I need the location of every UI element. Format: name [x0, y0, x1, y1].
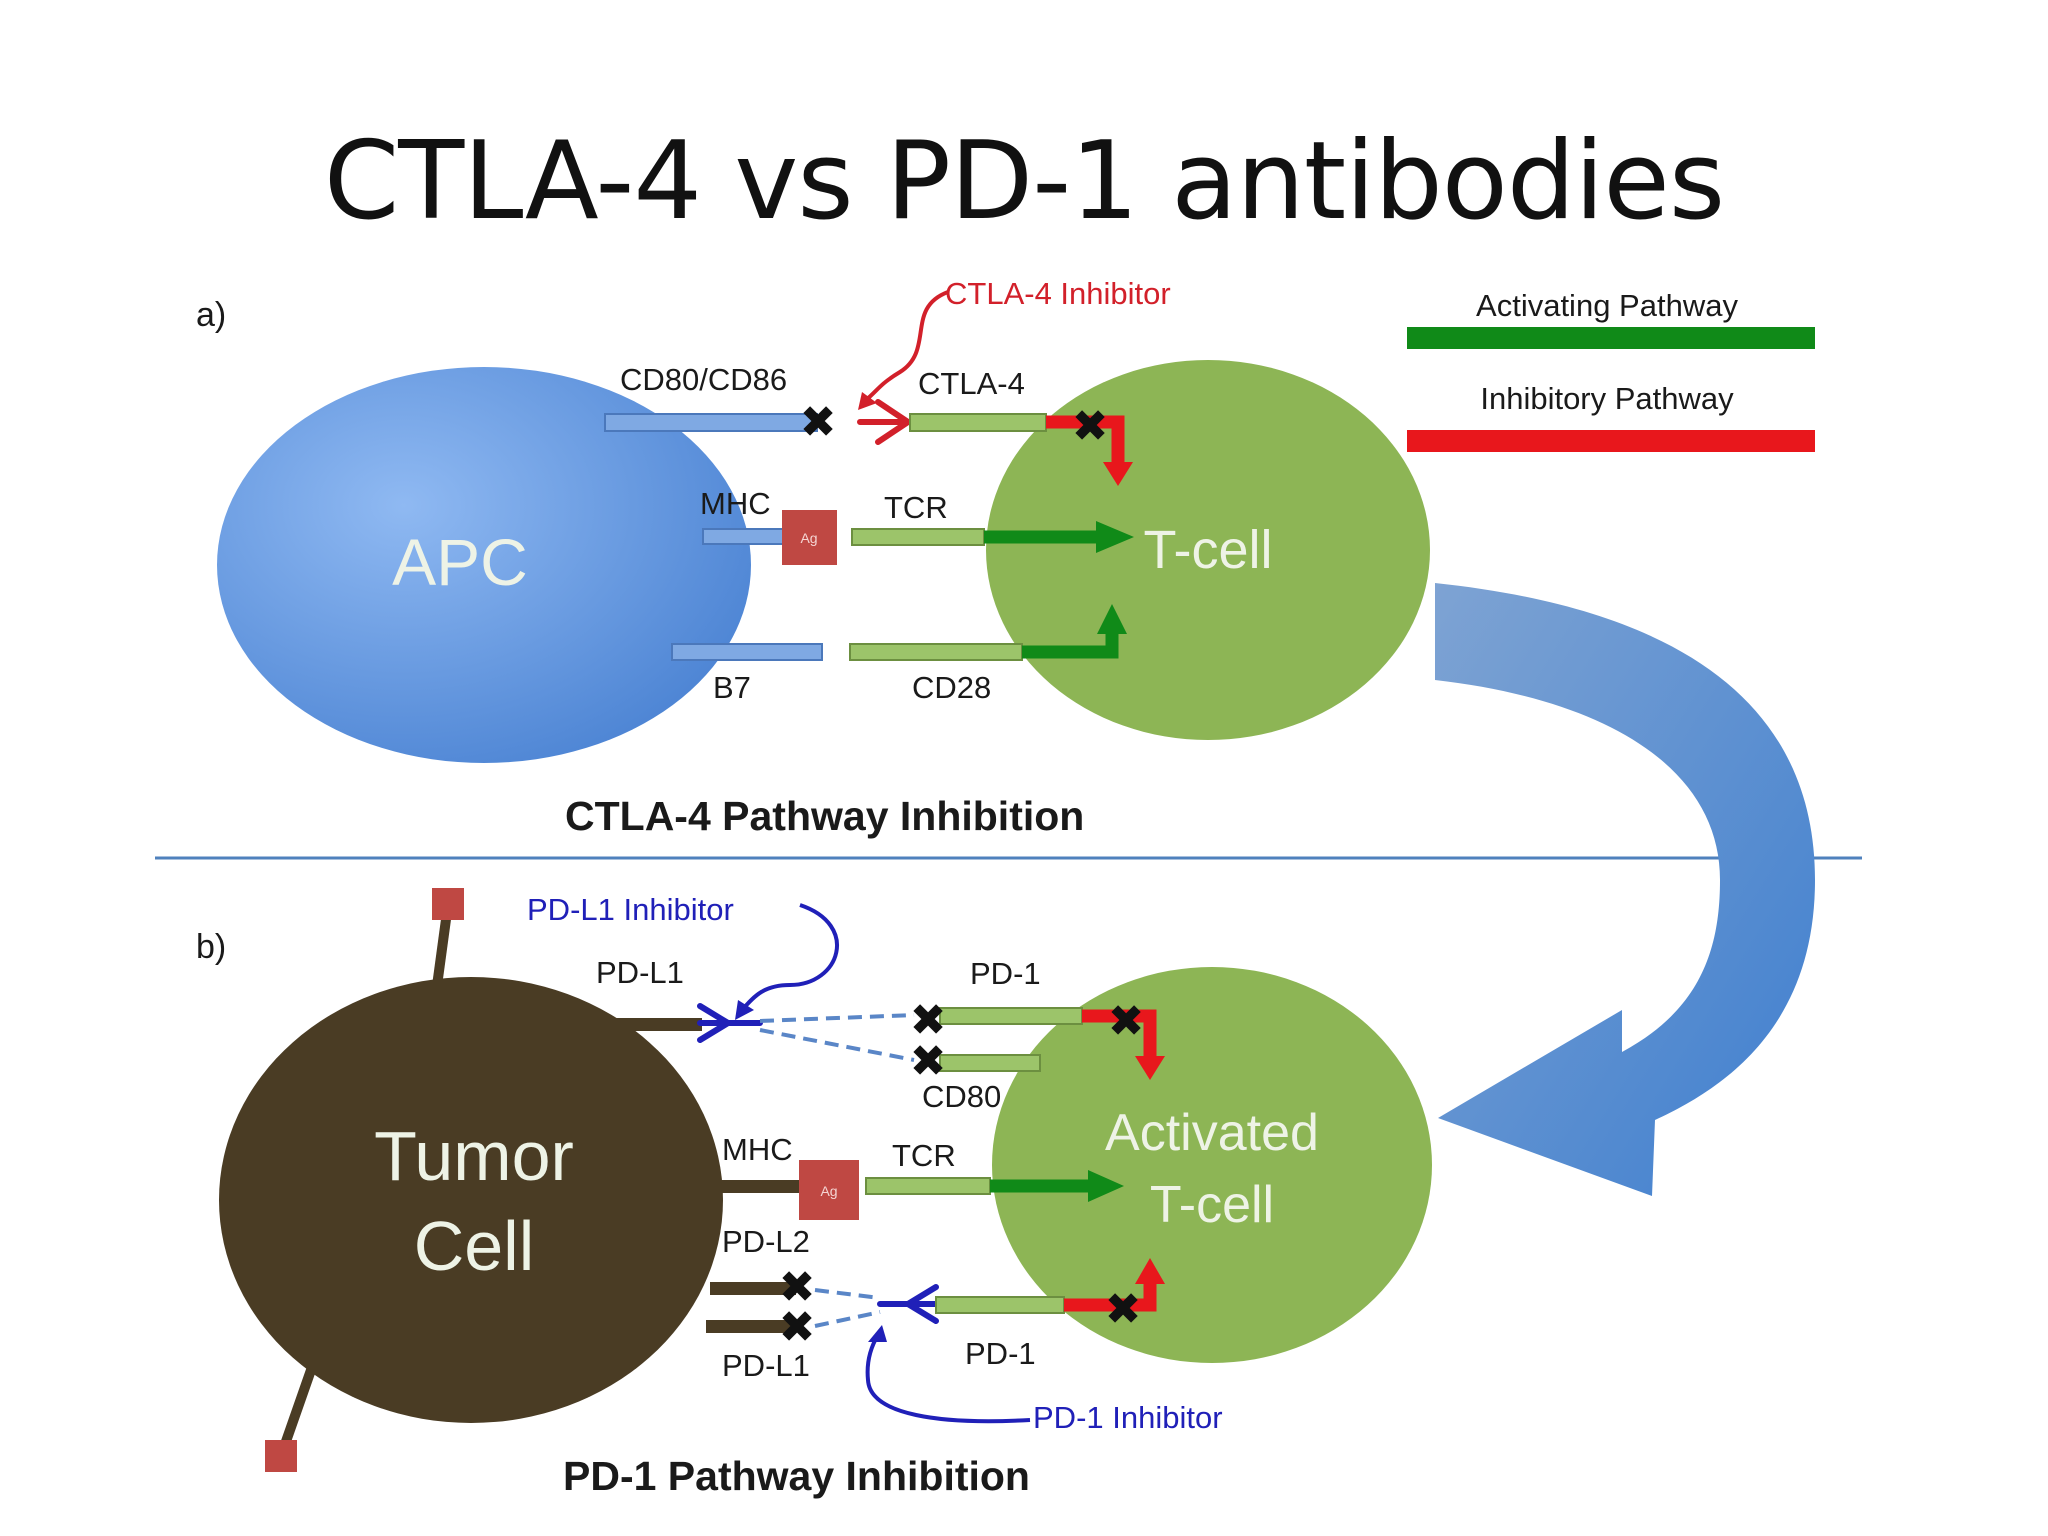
pdl1-inhibitor-arrow [740, 903, 839, 1012]
legend-inhibitory-label: Inhibitory Pathway [1480, 381, 1734, 416]
ctla4-inhibitor-arrowhead [858, 392, 877, 410]
ctla4-inhibitory-signal [1046, 415, 1125, 466]
pd1-bottom-label: PD-1 [965, 1336, 1036, 1371]
pdl2-label: PD-L2 [722, 1224, 810, 1259]
ctla4-inhibitor-arrow [864, 290, 949, 402]
tcr-label-a: TCR [884, 490, 948, 525]
pdl1-inhibitor-label: PD-L1 Inhibitor [527, 892, 734, 927]
mhc-bar-a [702, 528, 784, 545]
tumor-bottom-antigen [265, 1440, 297, 1472]
cd28-bar [849, 643, 1023, 661]
ctla4-bar [909, 413, 1047, 432]
pd1-top-inhibitory-signal [1082, 1009, 1157, 1060]
pdl1-to-pd1-dashed [759, 1013, 915, 1023]
legend-inhibitory-bar [1407, 430, 1815, 452]
tcr-bar-b [865, 1177, 991, 1195]
ctla4-block-x-icon: ✖ [1072, 401, 1109, 452]
tcr-label-b: TCR [892, 1138, 956, 1173]
pdl2-block-x-icon: ✖ [779, 1262, 816, 1313]
antigen-box-a [782, 510, 837, 565]
cd80-block-x-icon: ✖ [800, 397, 837, 448]
cd28-activating-signal [1022, 630, 1119, 659]
pdl1-inhibitor-arrowhead [735, 1000, 754, 1020]
pdl1-bottom-block-x-icon: ✖ [779, 1302, 816, 1353]
pd1-signal-block-x-icon: ✖ [1108, 996, 1145, 1047]
tumor-top-antigen [432, 888, 464, 920]
tumor-label-line1: Tumor [374, 1117, 574, 1195]
pd1-top-label: PD-1 [970, 956, 1041, 991]
activation-transfer-arrow [1435, 583, 1815, 1196]
legend-activating-label: Activating Pathway [1476, 288, 1738, 323]
pdl1-top-label: PD-L1 [596, 955, 684, 990]
cd28-activating-arrowhead [1097, 604, 1127, 634]
tcr-activating-arrowhead-b [1088, 1170, 1124, 1202]
pdl1-antibody-icon [697, 1003, 763, 1043]
tcr-bar-a [851, 528, 985, 546]
pd1-bottom-inhibitory-signal [1064, 1280, 1157, 1312]
mhc-label-b: MHC [722, 1132, 793, 1167]
pd1-top-bar [939, 1007, 1083, 1025]
pd1-bottom-inhibitory-arrowhead [1135, 1258, 1165, 1284]
pd1-bottom-signal-block-x-icon: ✖ [1105, 1284, 1142, 1335]
cd80-cd86-bar [604, 413, 818, 432]
panel-a-tag: a) [196, 296, 226, 334]
ctla4-inhibitory-arrowhead [1103, 462, 1133, 486]
ctla4-label: CTLA-4 [918, 366, 1025, 401]
cd80-cd86-label: CD80/CD86 [620, 362, 787, 397]
pdl1-to-cd80-dashed [759, 1028, 915, 1062]
pd1-top-inhibitory-arrowhead [1135, 1056, 1165, 1080]
tcr-activating-arrowhead-a [1096, 521, 1134, 553]
pd1-bottom-bar [935, 1296, 1065, 1314]
pdl1-bottom-bar [706, 1320, 796, 1333]
pd1-top-block-x-icon: ✖ [910, 995, 947, 1046]
activated-tcell-label-line1: Activated [1105, 1104, 1319, 1162]
tcell [986, 360, 1430, 740]
slide-title: CTLA-4 vs PD-1 antibodies [323, 119, 1725, 244]
cd80-label: CD80 [922, 1079, 1001, 1114]
pdl1-top-bar [606, 1018, 702, 1031]
pdl2-bar [710, 1282, 796, 1295]
antigen-label-a: Ag [800, 530, 817, 546]
mhc-bar-b [700, 1180, 802, 1193]
pd1-antibody-icon [877, 1284, 939, 1324]
pdl1-bottom-dashed [814, 1310, 881, 1328]
cd28-label: CD28 [912, 670, 991, 705]
panel-b-caption: PD-1 Pathway Inhibition [563, 1453, 1030, 1499]
tumor-cell [219, 977, 723, 1423]
antigen-box-b [799, 1160, 859, 1220]
activated-tcell [992, 967, 1432, 1363]
b7-bar [671, 643, 823, 661]
ctla4-inhibitor-label: CTLA-4 Inhibitor [945, 276, 1171, 311]
mhc-label-a: MHC [700, 486, 771, 521]
activated-tcell-label-line2: T-cell [1150, 1176, 1274, 1234]
panel-b-tag: b) [196, 928, 226, 966]
pdl2-dashed [814, 1288, 881, 1300]
apc-label: APC [392, 525, 528, 599]
ctla4-antibody-icon [857, 399, 911, 445]
legend-activating-bar [1407, 327, 1815, 349]
cd80-block-x-icon-b: ✖ [910, 1036, 947, 1087]
tumor-label-line2: Cell [414, 1207, 535, 1285]
panel-a-caption: CTLA-4 Pathway Inhibition [565, 793, 1084, 839]
antigen-label-b: Ag [820, 1183, 837, 1199]
tcell-label: T-cell [1143, 520, 1272, 580]
pd1-inhibitor-label: PD-1 Inhibitor [1033, 1400, 1223, 1435]
pd1-inhibitor-arrow [865, 1333, 1031, 1424]
b7-label: B7 [713, 670, 751, 705]
pdl1-bottom-label: PD-L1 [722, 1348, 810, 1383]
cd80-bar [939, 1054, 1041, 1072]
apc-cell [217, 367, 751, 763]
pd1-inhibitor-arrowhead [868, 1325, 887, 1342]
